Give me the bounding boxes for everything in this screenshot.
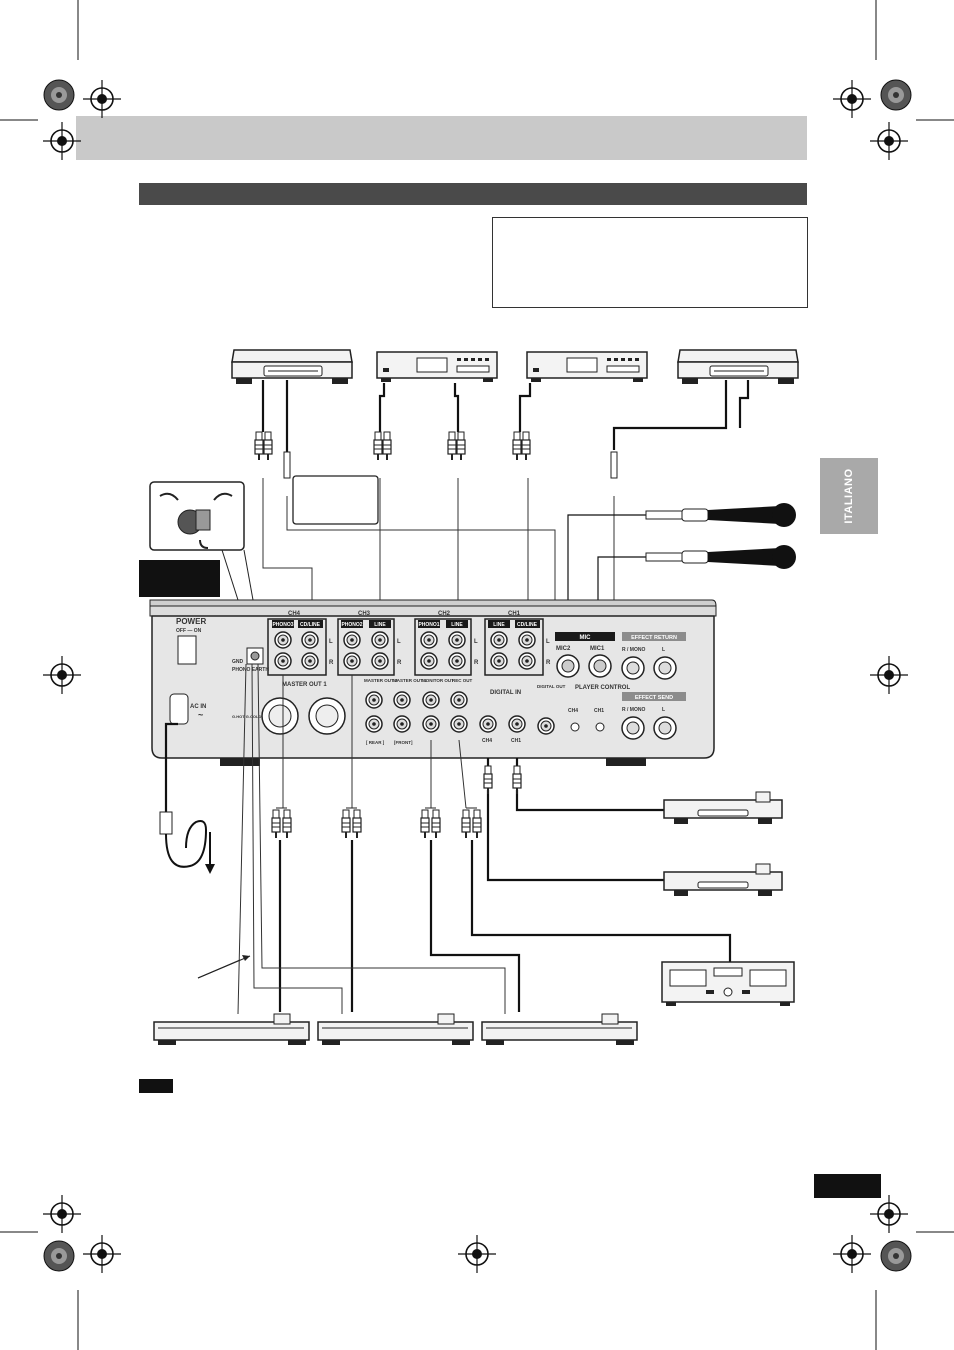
bottom-plugs <box>271 765 522 839</box>
front-label: [FRONT] <box>394 740 413 745</box>
ch4-r-mark: R <box>329 660 334 666</box>
player-control-ch4-label: CH4 <box>568 708 578 714</box>
power-label: POWER <box>176 617 206 626</box>
digital-out-label: DIGITAL OUT <box>537 684 566 689</box>
bottom-turntables <box>153 1013 638 1046</box>
mic1-label: MIC1 <box>590 646 605 652</box>
top-cables <box>261 380 750 470</box>
master-out-1-xlr-label: MASTER OUT 1 <box>282 682 327 688</box>
top-plugs <box>254 431 618 479</box>
ch3-label: CH3 <box>358 611 371 617</box>
microphones <box>567 503 796 640</box>
master-out-1-rca-label: MASTER OUT 1 <box>393 678 427 683</box>
ch3-line-label: LINE <box>374 622 386 628</box>
ch2-phono-label: PHONO1 <box>418 622 439 628</box>
rec-out-label: REC OUT <box>452 678 473 683</box>
power-switch-label: OFF — ON <box>176 628 202 634</box>
effect-return-r-mono: R / MONO <box>622 647 645 653</box>
right-devices <box>661 791 795 1006</box>
effect-return-label: EFFECT RETURN <box>631 635 677 641</box>
ac-plug <box>159 811 215 874</box>
note-box <box>492 217 808 308</box>
ch2-r-mark: R <box>474 660 479 666</box>
effect-send-r-mono: R / MONO <box>622 707 645 713</box>
ac-symbol: ~ <box>198 710 203 720</box>
input-blocks: PHONO3 CD/LINE PHONO2 LINE PHONO1 LINE L… <box>267 618 544 676</box>
ch4-cdline-label: CD/LINE <box>300 622 321 628</box>
language-side-tab[interactable]: ITALIANO <box>820 458 878 534</box>
ch1-l-mark: L <box>546 639 550 645</box>
mic-label: MIC <box>580 635 592 641</box>
ch3-l-mark: L <box>397 639 401 645</box>
section-title-bar <box>139 183 807 205</box>
xlr-pin-label: G.HOT G.COLD <box>232 714 261 719</box>
ch4-label: CH4 <box>288 611 301 617</box>
top-equipment <box>231 349 799 385</box>
phono-earth-label: PHONO EARTH <box>232 667 269 673</box>
ch4-phono-label: PHONO3 <box>272 622 293 628</box>
page-number-tab <box>814 1174 881 1198</box>
ch2-l-mark: L <box>474 639 478 645</box>
ch3-r-mark: R <box>397 660 402 666</box>
ch1-r-mark: R <box>546 660 551 666</box>
digital-in-ch4-label: CH4 <box>482 738 492 744</box>
player-control-label: PLAYER CONTROL <box>575 685 630 691</box>
ch3-phono-label: PHONO2 <box>341 622 362 628</box>
pointer-arrows <box>197 955 251 979</box>
ch1-cdline-label: CD/LINE <box>517 622 538 628</box>
effect-return-l: L <box>662 647 665 653</box>
rear-panel: POWER OFF — ON AC IN ~ PHONO EARTH GND C… <box>149 599 717 766</box>
mic2-label: MIC2 <box>556 646 571 652</box>
bottom-cables <box>164 722 732 1012</box>
ch2-label: CH2 <box>438 611 451 617</box>
digital-in-label: DIGITAL IN <box>490 690 521 696</box>
gnd-label: GND <box>232 659 244 665</box>
effect-send-l: L <box>662 707 665 713</box>
ac-in-label: AC IN <box>190 704 206 710</box>
effect-send-label: EFFECT SEND <box>635 695 673 701</box>
ground-wires <box>237 663 506 1015</box>
ch2-line-label: LINE <box>451 622 463 628</box>
digital-in-ch1-label: CH1 <box>511 738 521 744</box>
master-out-2-label: MASTER OUT 2 <box>364 678 398 683</box>
ch1-label: CH1 <box>508 611 521 617</box>
rear-panel-tag <box>139 560 220 597</box>
note-tag <box>139 1079 173 1093</box>
callout-box <box>292 475 379 525</box>
header-band <box>76 116 807 160</box>
player-control-ch1-label: CH1 <box>594 708 604 714</box>
ch1-line-label: LINE <box>493 622 505 628</box>
monitor-out-label: MONITOR OUT <box>422 678 454 683</box>
ch4-l-mark: L <box>329 639 333 645</box>
rear-label: [ REAR ] <box>366 740 385 745</box>
